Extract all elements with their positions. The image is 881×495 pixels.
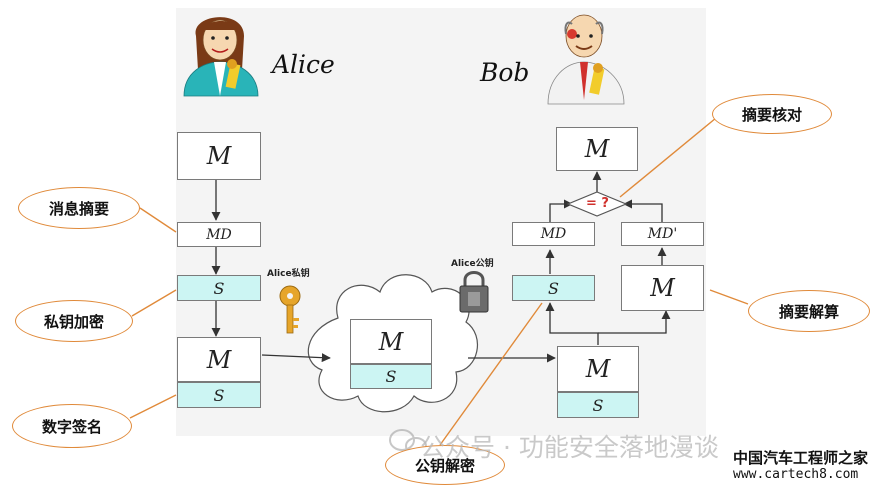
cloud-bundle-message: M xyxy=(350,319,432,364)
bob-message-box: M xyxy=(621,265,704,311)
watermark-text: 公众号 · 功能安全落地漫谈 xyxy=(420,433,719,462)
bob-decrypted-digest: MD xyxy=(512,222,595,246)
private-key-icon xyxy=(279,285,301,334)
alice-message-box: M xyxy=(177,132,261,180)
bob-signature-box: S xyxy=(512,275,595,301)
compare-label: = ? xyxy=(586,196,609,211)
alice-bundle-message: M xyxy=(177,337,261,382)
footer-brand: 中国汽车工程师之家 xyxy=(733,449,869,467)
callout-public-decrypt: 公钥解密 xyxy=(385,445,505,485)
public-key-label: Alice公钥 xyxy=(451,259,494,269)
callout-digest: 消息摘要 xyxy=(18,187,140,229)
alice-digest-box: MD xyxy=(177,222,261,247)
private-key-label: Alice私钥 xyxy=(267,269,310,279)
bob-name: Bob xyxy=(480,58,530,87)
callout-check: 摘要核对 xyxy=(712,94,832,134)
alice-bundle-signature: S xyxy=(177,382,261,408)
bob-computed-digest: MD' xyxy=(621,222,704,246)
bob-bundle-signature: S xyxy=(557,392,639,418)
alice-name: Alice xyxy=(272,50,335,79)
callout-compute: 摘要解算 xyxy=(748,290,870,332)
compare-diamond xyxy=(566,191,628,217)
bob-verified-message: M xyxy=(556,127,638,171)
bob-bundle-message: M xyxy=(557,346,639,392)
callout-private-encrypt: 私钥加密 xyxy=(15,300,133,342)
alice-avatar xyxy=(183,17,259,97)
padlock-icon xyxy=(459,271,489,313)
callout-signature: 数字签名 xyxy=(12,404,132,448)
cloud-bundle-signature: S xyxy=(350,364,432,389)
alice-signature-box: S xyxy=(177,275,261,301)
footer-url: www.cartech8.com xyxy=(733,467,859,482)
bob-avatar xyxy=(547,14,625,105)
